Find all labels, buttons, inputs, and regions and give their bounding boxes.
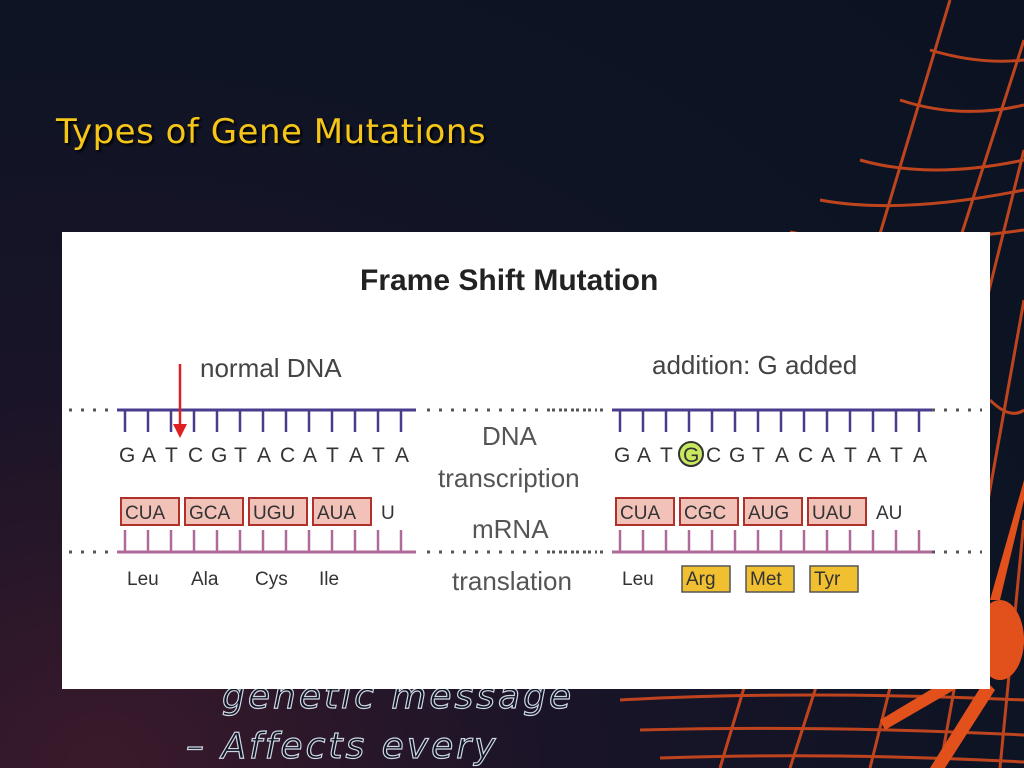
mutant-dna-base: C [798, 444, 814, 467]
mid-label-translation: translation [452, 566, 572, 596]
mutant-codon: UAU [812, 503, 852, 524]
changed-amino-acid-box [681, 565, 731, 593]
mutant-dna-base: T [890, 444, 904, 467]
mutation-site-arrowhead [173, 424, 187, 438]
mutant-codon-tail: AU [876, 503, 902, 524]
mutant-amino-acid: Met [750, 569, 782, 590]
slide-title: Types of Gene Mutations [56, 112, 487, 152]
normal-dna-base: T [165, 444, 179, 467]
inserted-base-marker [678, 441, 704, 467]
mutant-amino-acid: Tyr [814, 569, 841, 590]
obscured-bullet-line-2: – Affects every [185, 725, 499, 767]
normal-dna-base: G [119, 444, 136, 467]
normal-codon-box [120, 497, 180, 526]
mutant-dna-base: A [637, 444, 652, 467]
normal-dna-label: normal DNA [200, 353, 342, 383]
normal-dna-base: A [303, 444, 318, 467]
normal-codon: AUA [317, 503, 356, 524]
mutant-dna-base: G [683, 444, 700, 467]
mutant-dna-base: T [660, 444, 674, 467]
frame-shift-figure: Frame Shift Mutation normal DNA addition… [62, 232, 990, 689]
normal-amino-acid: Leu [127, 569, 159, 590]
normal-dna-base: G [211, 444, 228, 467]
mutant-dna-base: A [821, 444, 836, 467]
mutant-dna-base: G [614, 444, 631, 467]
mutant-dna-base: T [844, 444, 858, 467]
normal-codon-box [248, 497, 308, 526]
mutant-codon-box [743, 497, 803, 526]
mid-label-dna: DNA [482, 421, 538, 451]
normal-dna-base: T [234, 444, 248, 467]
mid-label-mrna: mRNA [472, 514, 549, 544]
changed-amino-acid-box [745, 565, 795, 593]
mutant-dna-base: A [913, 444, 928, 467]
mutant-codon-box [807, 497, 867, 526]
changed-amino-acid-box [809, 565, 859, 593]
mutant-dna-label: addition: G added [652, 350, 857, 380]
mutant-amino-acid: Leu [622, 569, 654, 590]
figure-title: Frame Shift Mutation [360, 264, 658, 297]
mutant-dna-base: A [867, 444, 882, 467]
normal-dna-base: A [142, 444, 157, 467]
mutant-codon-box [679, 497, 739, 526]
normal-codon: CUA [125, 503, 165, 524]
mutant-dna-base: A [775, 444, 790, 467]
mutant-dna-base: C [706, 444, 722, 467]
mid-label-transcription: transcription [438, 463, 580, 493]
mutant-dna-base: G [729, 444, 746, 467]
mutant-codon: AUG [748, 503, 789, 524]
normal-codon-box [184, 497, 244, 526]
frame-shift-diagram: Frame Shift Mutation normal DNA addition… [62, 264, 982, 596]
mutant-codon: CUA [620, 503, 660, 524]
mutant-codon: CGC [684, 503, 726, 524]
normal-dna-base: C [188, 444, 204, 467]
normal-dna-base: A [257, 444, 272, 467]
normal-codon: GCA [189, 503, 231, 524]
normal-amino-acid: Ile [319, 569, 339, 590]
normal-dna-base: T [326, 444, 340, 467]
normal-dna-base: A [395, 444, 410, 467]
mutant-codon-box [615, 497, 675, 526]
normal-dna-base: A [349, 444, 364, 467]
normal-codon-tail: U [381, 503, 395, 524]
normal-codon: UGU [253, 503, 295, 524]
mutant-amino-acid: Arg [686, 569, 716, 590]
normal-amino-acid: Ala [191, 569, 219, 590]
normal-amino-acid: Cys [255, 569, 288, 590]
normal-dna-base: T [372, 444, 386, 467]
mutant-dna-base: T [752, 444, 766, 467]
normal-codon-box [312, 497, 372, 526]
normal-dna-base: C [280, 444, 296, 467]
